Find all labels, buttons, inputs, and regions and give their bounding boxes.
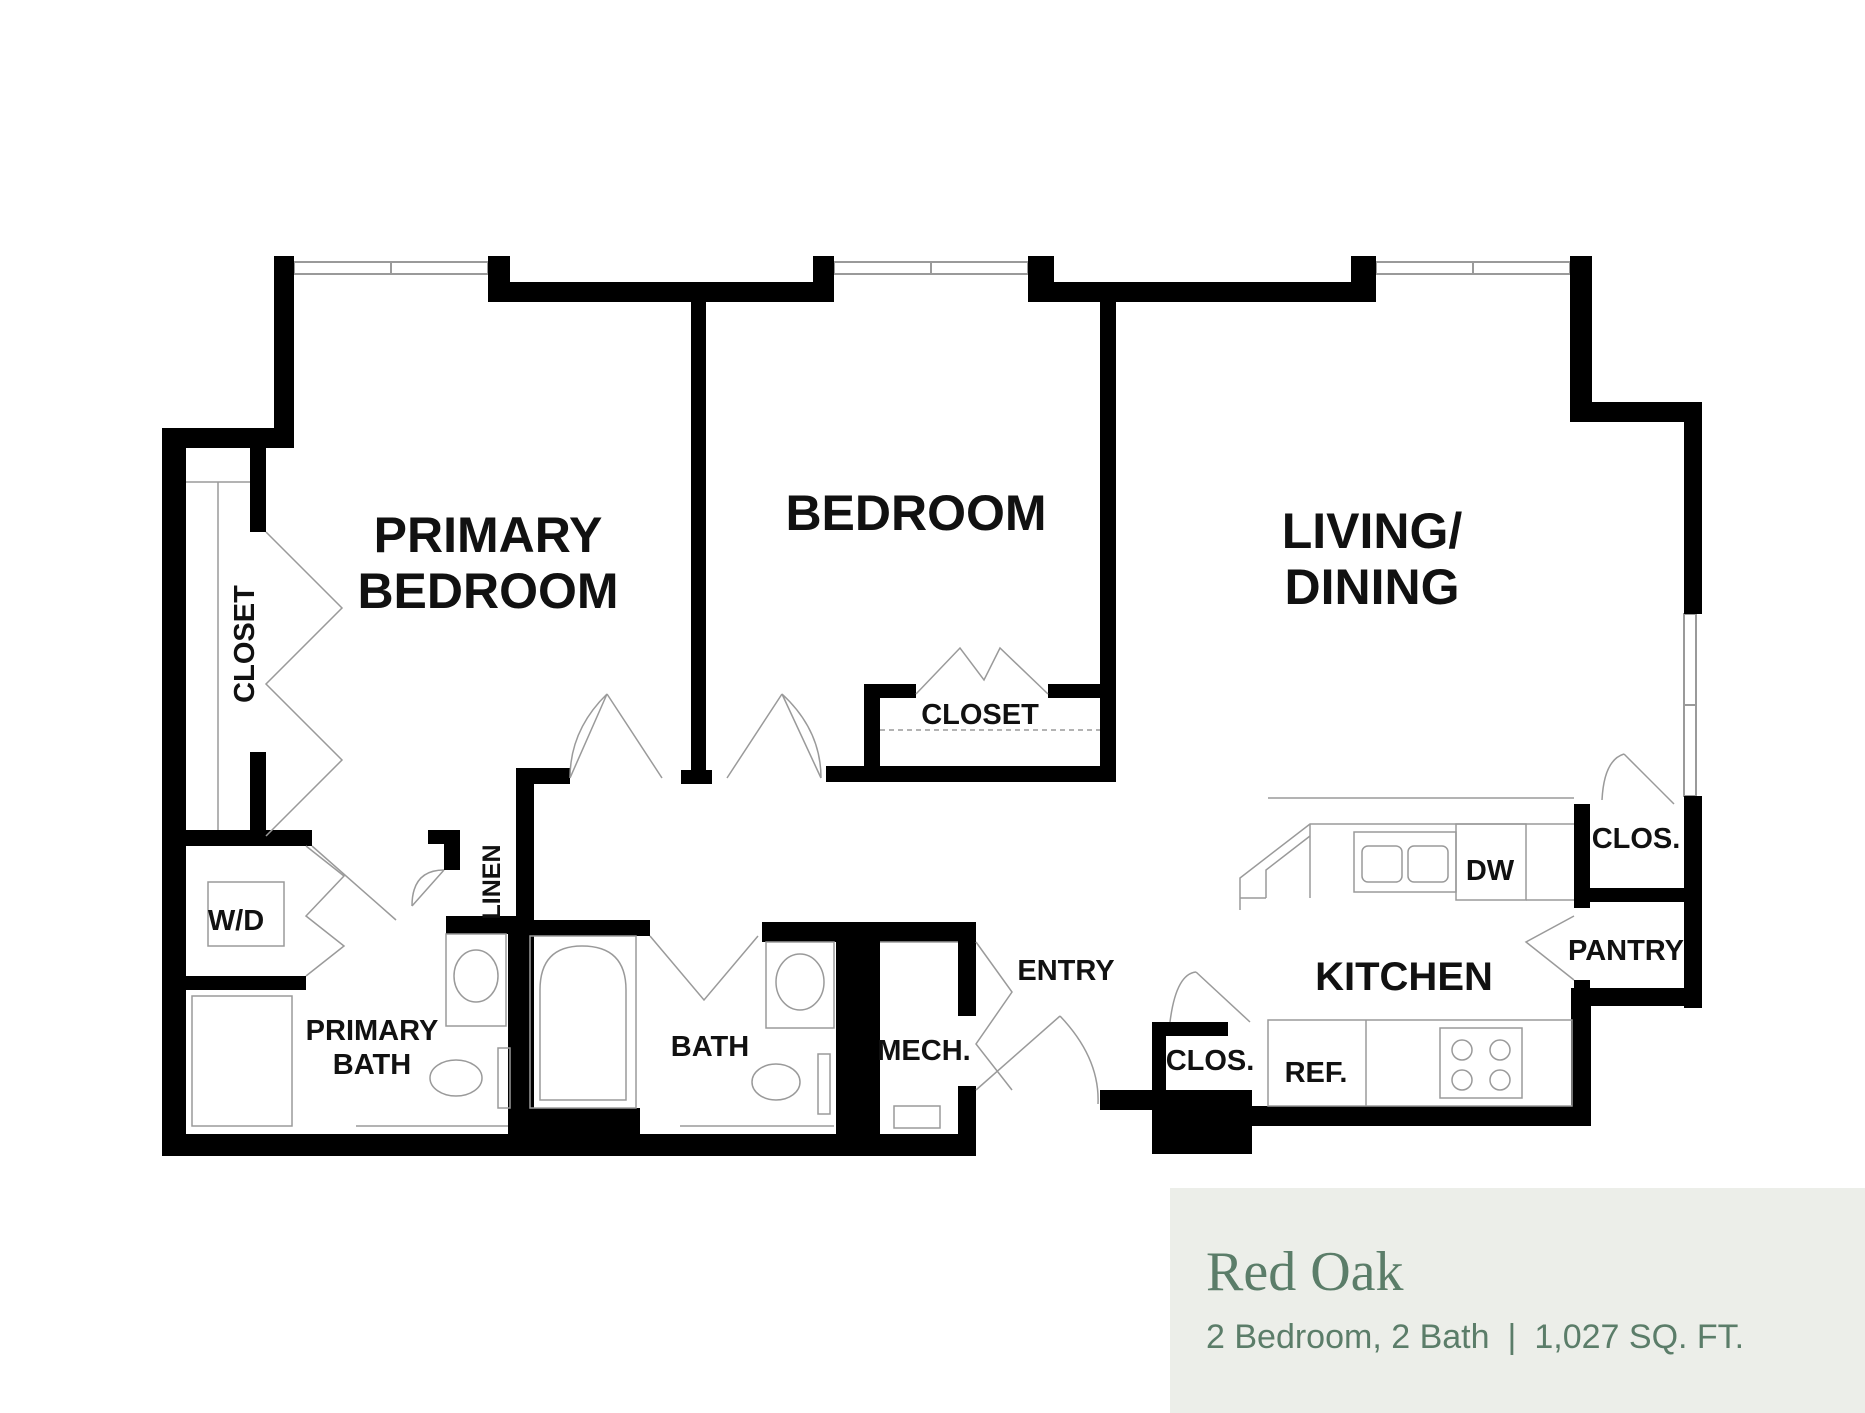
living-dining-label: LIVING/ [1282, 503, 1463, 559]
primary-bedroom-label: PRIMARY [374, 507, 603, 563]
living-dining-label: DINING [1285, 559, 1460, 615]
primary-closet-label: CLOSET [229, 585, 261, 703]
entry-closet-label: CLOS. [1166, 1045, 1255, 1077]
plan-specs: 2 Bedroom, 2 Bath | 1,027 SQ. FT. [1206, 1318, 1744, 1357]
living-closet-label: CLOS. [1592, 823, 1681, 855]
entry-label: ENTRY [1017, 955, 1114, 987]
primary-bath-label: PRIMARY [306, 1015, 439, 1047]
plan-info-panel: Red Oak 2 Bedroom, 2 Bath | 1,027 SQ. FT. [1170, 1188, 1865, 1413]
bedroom-closet-label: CLOSET [921, 699, 1039, 731]
kitchen-label: KITCHEN [1315, 955, 1493, 999]
spec-separator: | [1507, 1318, 1517, 1356]
mech-label: MECH. [877, 1035, 970, 1067]
pantry-label: PANTRY [1568, 935, 1684, 967]
square-footage: 1,027 SQ. FT. [1534, 1318, 1745, 1356]
plan-name: Red Oak [1206, 1241, 1404, 1303]
exterior-walls [162, 256, 1702, 1156]
bedroom-label: BEDROOM [785, 485, 1046, 541]
fixtures [186, 481, 1675, 1129]
bath-label: BATH [671, 1031, 749, 1063]
dw-label: DW [1466, 855, 1515, 887]
primary-bedroom-label: BEDROOM [357, 563, 618, 619]
ref-label: REF. [1285, 1057, 1348, 1089]
primary-bath-label: BATH [333, 1049, 411, 1081]
beds-baths: 2 Bedroom, 2 Bath [1206, 1318, 1490, 1356]
linen-label: LINEN [478, 845, 506, 920]
washer-dryer [207, 881, 285, 947]
room-labels: PRIMARY BEDROOM BEDROOM LIVING/ DINING C… [208, 485, 1684, 1089]
interior-walls [186, 300, 1684, 1134]
wd-label: W/D [208, 905, 264, 937]
